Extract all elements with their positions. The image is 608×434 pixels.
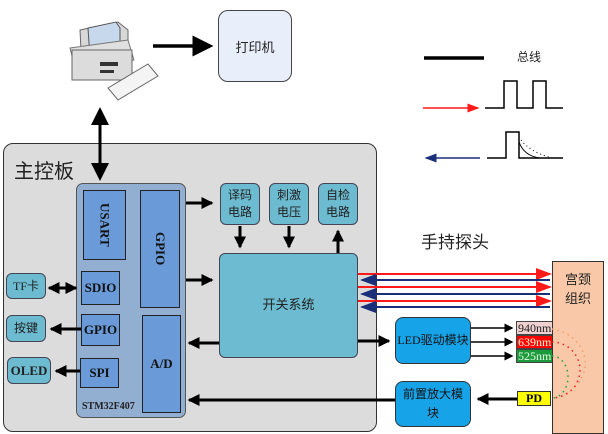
cervical-tissue [552,261,604,434]
wavelength-525nm: 525nm [516,349,554,363]
usart-port: USART [83,190,126,260]
signal-lines [358,268,552,313]
gpio-port-right: GPIO [140,190,180,308]
sdio-port: SDIO [81,271,120,305]
legend-response-wave [487,131,563,159]
switch-system-box: 开关系统 [219,253,358,358]
gpio-port-left: GPIO [81,314,120,346]
main-board-title: 主控板 [14,159,74,183]
tissue-label: 宫颈组织 [564,273,591,307]
spi-port: SPI [80,358,119,388]
ad-port: A/D [142,315,181,413]
legend [423,56,563,163]
preamp-box: 前置放大模块 [395,381,471,427]
led-driver-box: LED驱动模块 [395,317,471,364]
light-path-525 [551,355,569,399]
computer-icon [69,21,159,101]
decode-circuit-box: 译码电路 [220,183,260,225]
oled-box: OLED [7,357,51,384]
selftest-circuit-box: 自检电路 [318,183,358,225]
pd-box: PD [517,391,551,406]
light-path-940 [551,328,587,399]
wavelength-639nm: 639nm [516,335,554,349]
stim-voltage-box: 刺激电压 [269,183,309,225]
mcu-label: STM32F407 [82,401,135,412]
printer-box: 打印机 [218,10,292,82]
probe-title: 手持探头 [421,233,489,253]
keys-box: 按键 [6,315,46,342]
tf-card-box: TF卡 [6,273,46,299]
wavelength-940nm: 940nm [516,321,554,335]
legend-bus-label: 总线 [517,50,542,64]
light-path-639 [551,341,581,399]
legend-pulse-wave [485,80,563,109]
